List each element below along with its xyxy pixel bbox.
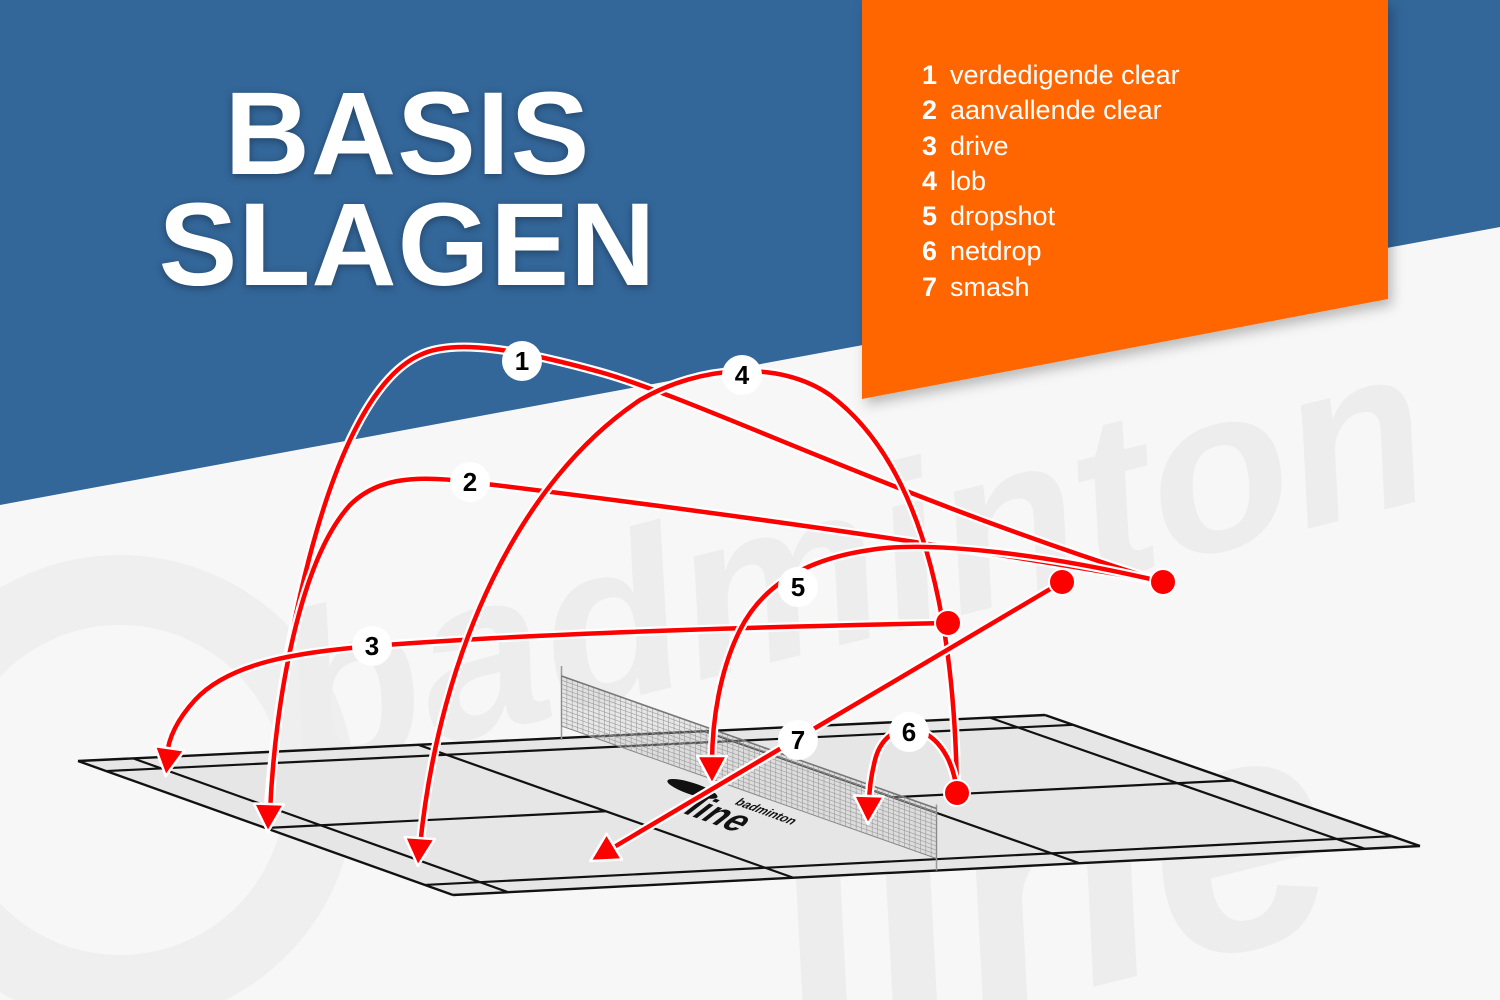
legend-item-1: 1 verdedigende clear — [922, 58, 1180, 93]
shot-badge-6: 6 — [889, 712, 929, 752]
badge-number: 4 — [735, 360, 750, 390]
court-singles-line-front — [424, 835, 1392, 887]
hit-point-dot — [934, 609, 962, 637]
shot-badge-7: 7 — [778, 720, 818, 760]
shot-badge-2: 2 — [450, 462, 490, 502]
legend-label: lob — [950, 165, 987, 196]
shot-badge-5: 5 — [778, 567, 818, 607]
legend-item-6: 6 netdrop — [922, 234, 1180, 269]
shot-trajectories: 1 2 3 4 5 6 7 — [153, 341, 1177, 868]
arrowhead-icon — [252, 802, 286, 834]
legend-label: drive — [950, 130, 1009, 161]
arrowhead-icon — [403, 835, 437, 868]
legend-item-2: 2 aanvallende clear — [922, 93, 1180, 128]
badge-number: 6 — [902, 717, 916, 747]
shot-path-7 — [601, 579, 1065, 856]
court-baseline-right — [1044, 713, 1421, 848]
legend-item-4: 4 lob — [922, 164, 1180, 199]
legend-label: netdrop — [950, 236, 1042, 267]
badge-number: 5 — [791, 572, 805, 602]
legend-number: 7 — [922, 271, 938, 302]
arrowhead-icon — [695, 754, 729, 786]
badge-number: 7 — [791, 725, 805, 755]
legend-item-7: 7 smash — [922, 270, 1180, 305]
legend-label: aanvallende clear — [950, 95, 1162, 126]
hit-point-dot — [943, 779, 971, 807]
legend-label: verdedigende clear — [950, 60, 1180, 90]
title-line-2: SLAGEN — [158, 179, 657, 311]
legend-number: 3 — [922, 130, 938, 161]
legend-number: 1 — [922, 60, 938, 90]
badge-number: 3 — [365, 631, 379, 661]
legend-item-3: 3 drive — [922, 129, 1180, 164]
legend-label: smash — [950, 271, 1030, 302]
court-short-service-line-left — [418, 743, 794, 879]
hit-point-dot — [1048, 568, 1076, 596]
orange-legend-panel — [862, 0, 1388, 399]
arrowhead-icon — [852, 794, 886, 826]
shot-path-5 — [709, 544, 1166, 767]
court-long-service-line-left — [132, 757, 509, 894]
badge-number: 2 — [463, 467, 477, 497]
title-line-1: BASIS — [224, 68, 591, 200]
shot-badge-3: 3 — [352, 626, 392, 666]
shot-badge-1: 1 — [502, 341, 542, 381]
arrowhead-icon — [589, 832, 624, 863]
court-long-service-line-right — [989, 716, 1366, 850]
legend-item-5: 5 dropshot — [922, 199, 1180, 234]
legend-number: 5 — [922, 201, 938, 232]
legend-label: dropshot — [950, 201, 1056, 232]
shot-legend: 1 verdedigende clear 2 aanvallende clear 3 dr… — [922, 58, 1180, 305]
legend-number: 2 — [922, 95, 938, 126]
legend-number: 4 — [922, 165, 938, 196]
shot-badge-4: 4 — [722, 355, 762, 395]
badge-number: 1 — [515, 346, 529, 376]
legend-number: 6 — [922, 236, 938, 267]
arrowhead-icon — [153, 744, 186, 778]
hit-point-dot — [1149, 568, 1177, 596]
